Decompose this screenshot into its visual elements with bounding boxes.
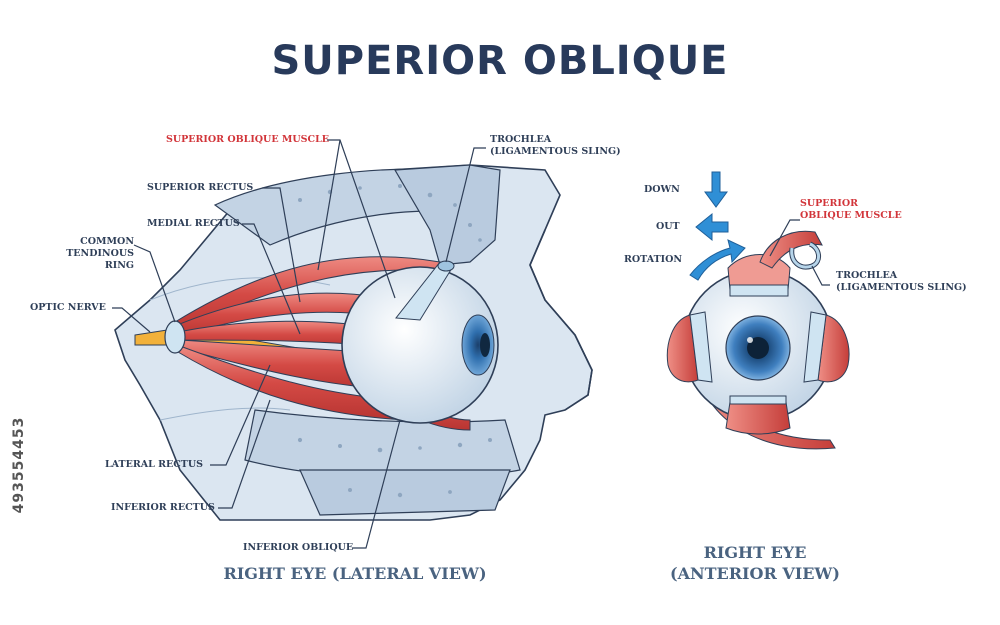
caption-anterior-view-line: (ANTERIOR VIEW) xyxy=(670,564,840,583)
label-trochlea-line: TROCHLEA xyxy=(490,134,552,145)
label-optic-nerve: OPTIC NERVE xyxy=(30,302,106,313)
stock-id: 493554453 xyxy=(6,385,32,545)
stock-id-text: 493554453 xyxy=(11,416,27,514)
lateral-leader-lines xyxy=(112,139,486,549)
page-title: SUPERIOR OBLIQUE xyxy=(271,38,729,84)
rotation-arrow-icon xyxy=(689,239,746,281)
label-superior-line: SUPERIOR xyxy=(800,198,859,209)
label-oblique-muscle-line: OBLIQUE MUSCLE xyxy=(800,210,902,221)
down-arrow-icon xyxy=(704,171,728,208)
label-inferior-oblique: INFERIOR OBLIQUE xyxy=(243,542,354,553)
direction-arrows xyxy=(689,171,746,281)
label-superior-oblique-muscle: SUPERIOR OBLIQUE MUSCLE xyxy=(166,134,330,145)
caption-anterior-view: RIGHT EYE (ANTERIOR VIEW) xyxy=(640,542,870,584)
anterior-right-muscle xyxy=(817,314,850,383)
label-out: OUT xyxy=(656,221,680,232)
label-trochlea-anterior: TROCHLEA (LIGAMENTOUS SLING) xyxy=(836,270,967,294)
label-trochlea-lateral: TROCHLEA (LIGAMENTOUS SLING) xyxy=(490,134,621,158)
anterior-left-muscle xyxy=(666,314,699,383)
label-ring-line: RING xyxy=(104,260,134,271)
anterior-pupil xyxy=(747,337,769,359)
caption-right-eye: RIGHT EYE xyxy=(703,543,807,562)
label-superior-rectus: SUPERIOR RECTUS xyxy=(147,182,254,193)
label-medial-rectus: MEDIAL RECTUS xyxy=(147,218,240,229)
label-ligamentous-sling-line: (LIGAMENTOUS SLING) xyxy=(836,282,967,293)
label-common-tendinous-ring: COMMON TENDINOUS RING xyxy=(50,236,134,272)
label-down: DOWN xyxy=(644,184,680,195)
lateral-eyeball xyxy=(341,260,499,424)
label-ligamentous-sling-line: (LIGAMENTOUS SLING) xyxy=(490,146,621,157)
label-rotation: ROTATION xyxy=(624,254,683,265)
label-superior-oblique-muscle-anterior: SUPERIOR OBLIQUE MUSCLE xyxy=(800,198,902,222)
label-common-line: COMMON xyxy=(80,236,134,247)
label-tendinous-line: TENDINOUS xyxy=(66,248,134,259)
label-trochlea-line: TROCHLEA xyxy=(836,270,898,281)
caption-lateral-view: RIGHT EYE (LATERAL VIEW) xyxy=(223,564,487,583)
out-arrow-icon xyxy=(695,212,729,242)
anterior-leader-lines xyxy=(769,219,830,286)
label-inferior-rectus: INFERIOR RECTUS xyxy=(111,502,215,513)
label-lateral-rectus: LATERAL RECTUS xyxy=(105,459,204,470)
